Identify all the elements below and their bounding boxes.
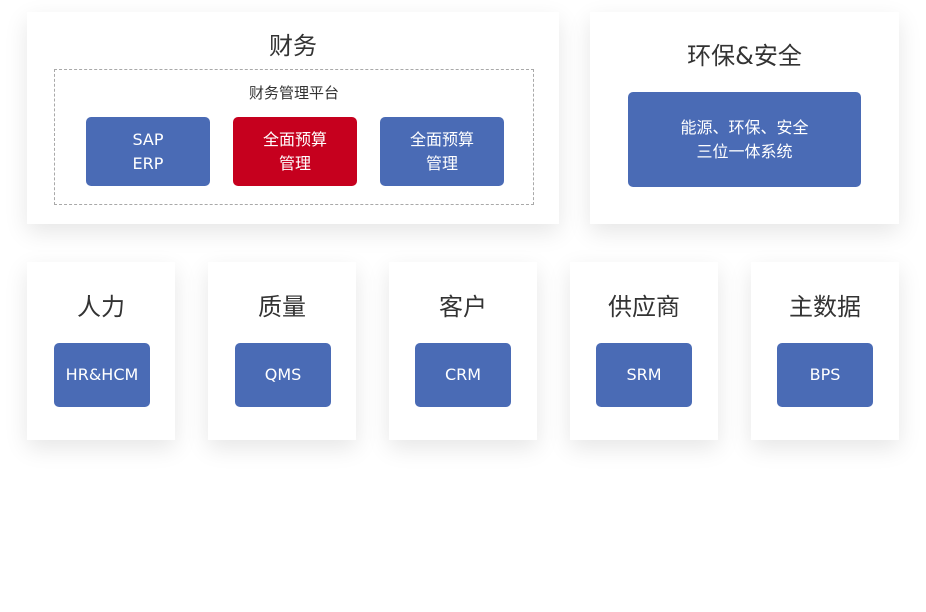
module-title-customer: 客户 [439,293,487,321]
ehs-card: 环保&安全 能源、环保、安全 三位一体系统 [590,12,899,224]
crm-system-button[interactable]: CRM [415,343,511,407]
budget-management-system-button[interactable]: 全面预算 管理 [380,117,504,186]
srm-system-button[interactable]: SRM [596,343,692,407]
module-title-quality: 质量 [258,293,306,321]
finance-title: 财务 [269,32,317,60]
hr-hcm-system-button[interactable]: HR&HCM [54,343,150,407]
ehs-title: 环保&安全 [687,42,802,70]
module-card-master-data: 主数据 BPS [751,262,899,440]
module-title-master-data: 主数据 [789,293,861,321]
ehs-integrated-system-button[interactable]: 能源、环保、安全 三位一体系统 [628,92,861,187]
module-card-supplier: 供应商 SRM [570,262,718,440]
finance-platform-box: 财务管理平台 SAP ERP 全面预算 管理 全面预算 管理 [54,69,534,205]
module-card-quality: 质量 QMS [208,262,356,440]
module-title-hr: 人力 [77,293,125,321]
finance-card: 财务 财务管理平台 SAP ERP 全面预算 管理 全面预算 管理 [27,12,559,224]
budget-management-system-button-highlighted[interactable]: 全面预算 管理 [233,117,357,186]
bps-system-button[interactable]: BPS [777,343,873,407]
module-card-customer: 客户 CRM [389,262,537,440]
module-title-supplier: 供应商 [608,293,680,321]
module-card-hr: 人力 HR&HCM [27,262,175,440]
finance-platform-label: 财务管理平台 [248,84,339,102]
sap-erp-system-button[interactable]: SAP ERP [86,117,210,186]
qms-system-button[interactable]: QMS [235,343,331,407]
